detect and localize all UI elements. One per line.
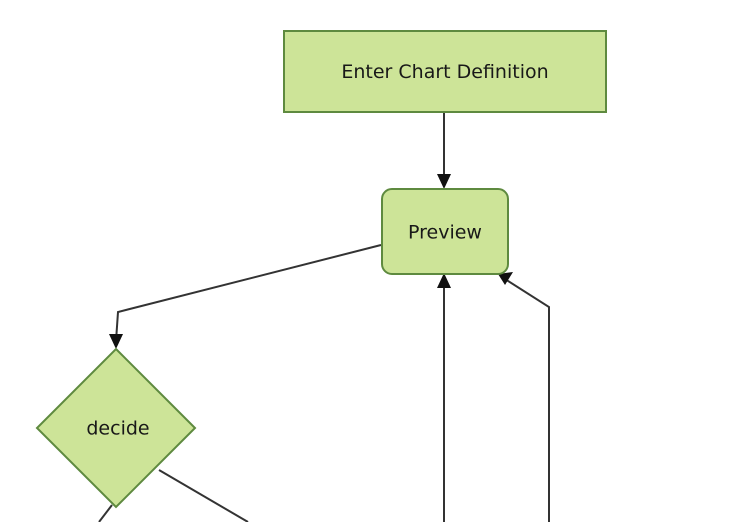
node-enter-chart-definition-shape[interactable] [283,30,607,113]
node-decide-shape[interactable] [35,347,197,509]
arrowhead-preview-to-decide [109,334,123,349]
arrowhead-enter-to-preview [437,174,451,189]
node-preview[interactable]: Preview [381,188,509,275]
edge-group [98,113,550,522]
arrowhead-bottom-right-to-preview [498,272,513,285]
node-enter-chart-definition-label: Enter Chart Definition [341,61,548,83]
node-preview-shape[interactable] [381,188,509,275]
edge-decide-to-bottom-right [158,469,249,522]
edge-bottom-right-to-preview [504,278,550,522]
edge-preview-to-decide [115,244,382,342]
edge-decide-to-bottom-left [98,504,113,522]
arrowhead-bottom-center-to-preview [437,273,451,288]
node-preview-label: Preview [408,222,482,244]
node-decide-label: decide [86,418,149,440]
node-enter-chart-definition[interactable]: Enter Chart Definition [283,30,607,113]
node-decide[interactable]: decide [35,347,197,509]
